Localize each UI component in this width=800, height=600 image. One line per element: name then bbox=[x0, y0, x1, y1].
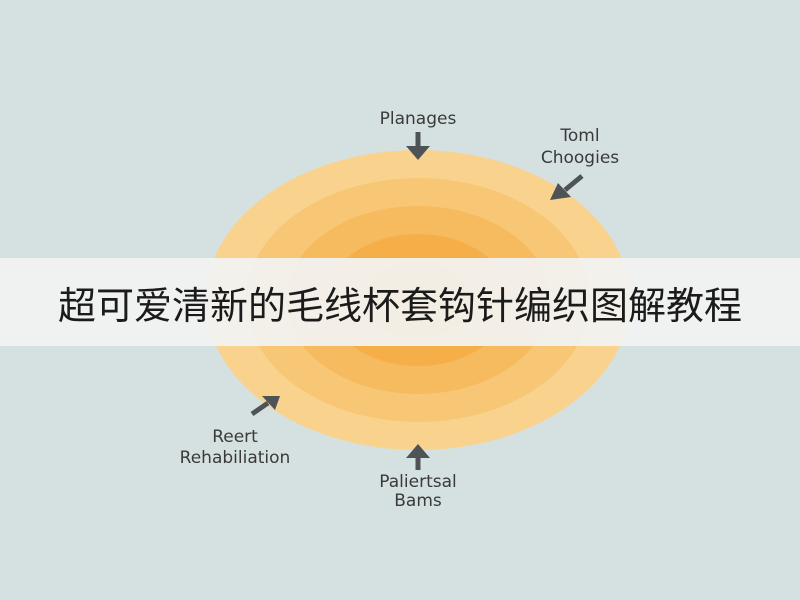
label-top: Planages bbox=[380, 109, 457, 129]
arrow-top bbox=[406, 132, 430, 160]
arrow-bottom bbox=[406, 444, 430, 470]
banner-title: 超可爱清新的毛线杯套钩针编织图解教程 bbox=[57, 283, 742, 328]
label-bottom-left-1: Reert bbox=[212, 427, 258, 447]
label-bottom-left-2: Rehabiliation bbox=[180, 448, 291, 468]
label-bottom-1: Paliertsal bbox=[379, 472, 456, 492]
title-banner: 超可爱清新的毛线杯套钩针编织图解教程 bbox=[0, 258, 800, 346]
arrow-bottom-left bbox=[250, 396, 280, 417]
label-top-right-2: Choogies bbox=[541, 148, 619, 168]
arrow-top-right bbox=[550, 174, 584, 200]
label-bottom-2: Bams bbox=[394, 491, 442, 511]
label-top-right-1: Toml bbox=[559, 126, 599, 146]
